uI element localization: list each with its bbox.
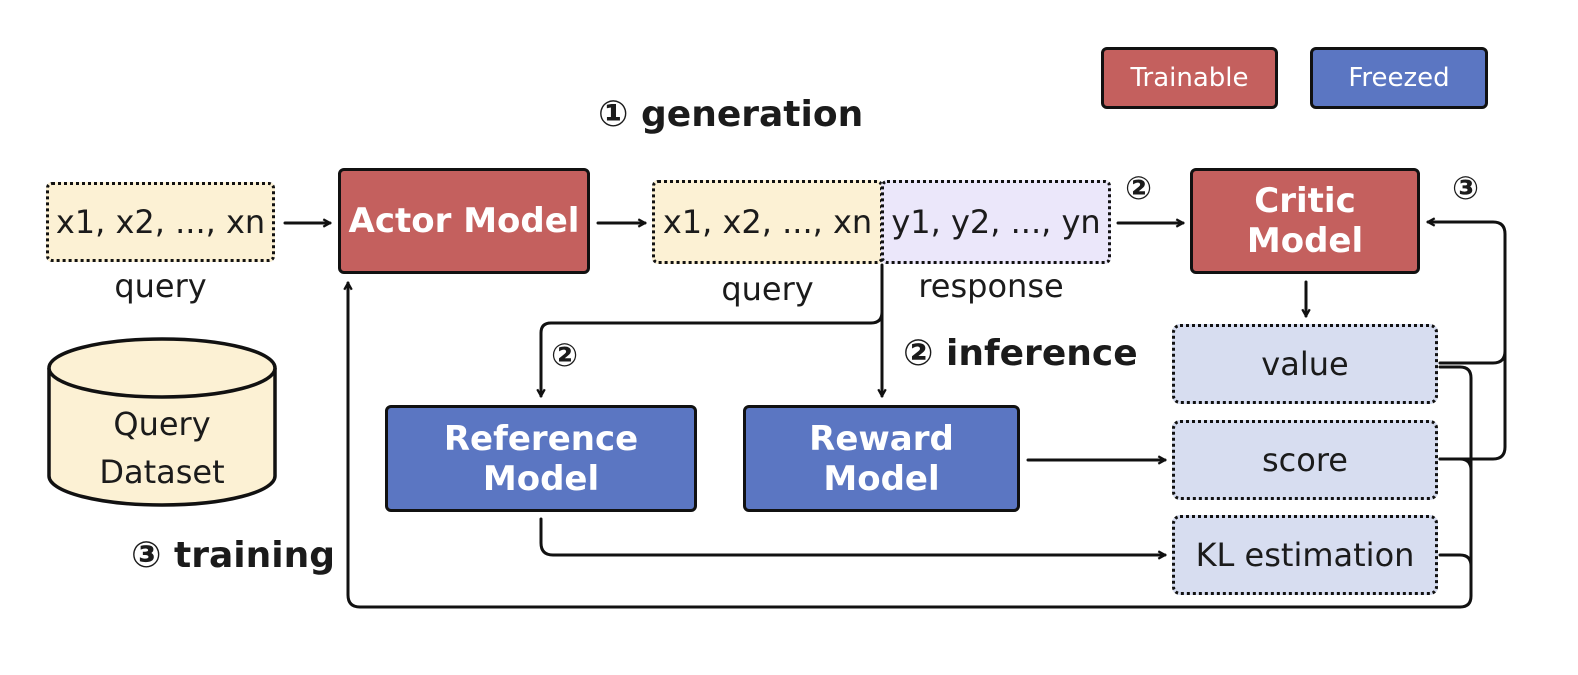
stage-training-label: ③ training — [131, 535, 335, 576]
query-dataset: Query Dataset — [44, 334, 280, 512]
input-query-sequence: x1, x2, ..., xn — [46, 182, 275, 262]
generated-query-caption: query — [721, 270, 814, 308]
reward-model: Reward Model — [743, 405, 1020, 512]
generated-response-sequence: y1, y2, ..., yn — [881, 180, 1111, 264]
line-kl-bracket — [1438, 553, 1473, 568]
arrow-training-to-actor — [348, 281, 1462, 609]
legend-trainable: Trainable — [1101, 47, 1278, 109]
reference-model: Reference Model — [385, 405, 697, 512]
stage-inference-label: ② inference — [903, 333, 1138, 374]
stage-generation-label: ① generation — [598, 94, 864, 135]
critic-model: Critic Model — [1190, 168, 1420, 274]
dataset-label-line2: Dataset — [99, 453, 225, 491]
step-marker-critic-input: ② — [1125, 169, 1153, 207]
input-query-caption: query — [114, 267, 207, 305]
kl-estimation-output: KL estimation — [1172, 515, 1438, 595]
actor-model: Actor Model — [338, 168, 590, 274]
database-icon — [47, 337, 277, 507]
arrow-value-to-critic — [1426, 222, 1507, 365]
line-value-bracket — [1438, 365, 1473, 609]
step-marker-critic-training: ③ — [1452, 169, 1480, 207]
generated-response-caption: response — [918, 267, 1064, 305]
step-marker-reference: ② — [551, 336, 579, 374]
generated-query-sequence: x1, x2, ..., xn — [652, 180, 883, 264]
line-score-to-critic — [1438, 349, 1507, 461]
score-output: score — [1172, 420, 1438, 500]
value-output: value — [1172, 324, 1438, 404]
dataset-label-line1: Query — [113, 405, 211, 443]
arrow-reference-to-kl — [539, 517, 1167, 555]
legend-freezed: Freezed — [1310, 47, 1488, 109]
line-score-bracket — [1438, 457, 1473, 472]
